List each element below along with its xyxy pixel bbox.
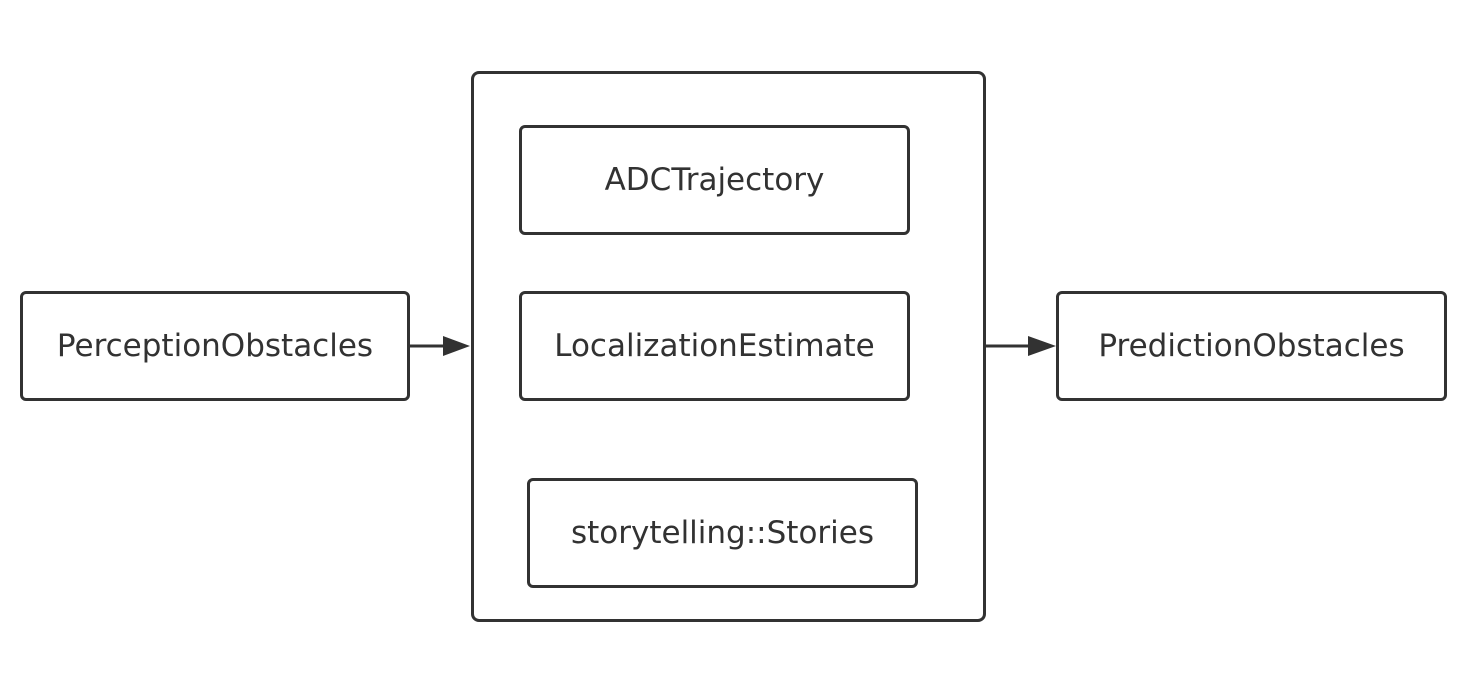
node-adc-trajectory: ADCTrajectory [519, 125, 910, 235]
node-label: storytelling::Stories [570, 515, 875, 551]
arrow-group-to-output [985, 336, 1056, 356]
node-perception-obstacles: PerceptionObstacles [20, 291, 410, 401]
node-label: PredictionObstacles [1098, 328, 1405, 364]
node-label: ADCTrajectory [604, 162, 825, 198]
node-label: PerceptionObstacles [56, 328, 374, 364]
node-localization-estimate: LocalizationEstimate [519, 291, 910, 401]
arrow-input-to-group [409, 336, 470, 356]
node-label: LocalizationEstimate [554, 328, 875, 364]
node-prediction-obstacles: PredictionObstacles [1056, 291, 1447, 401]
node-storytelling-stories: storytelling::Stories [527, 478, 918, 588]
